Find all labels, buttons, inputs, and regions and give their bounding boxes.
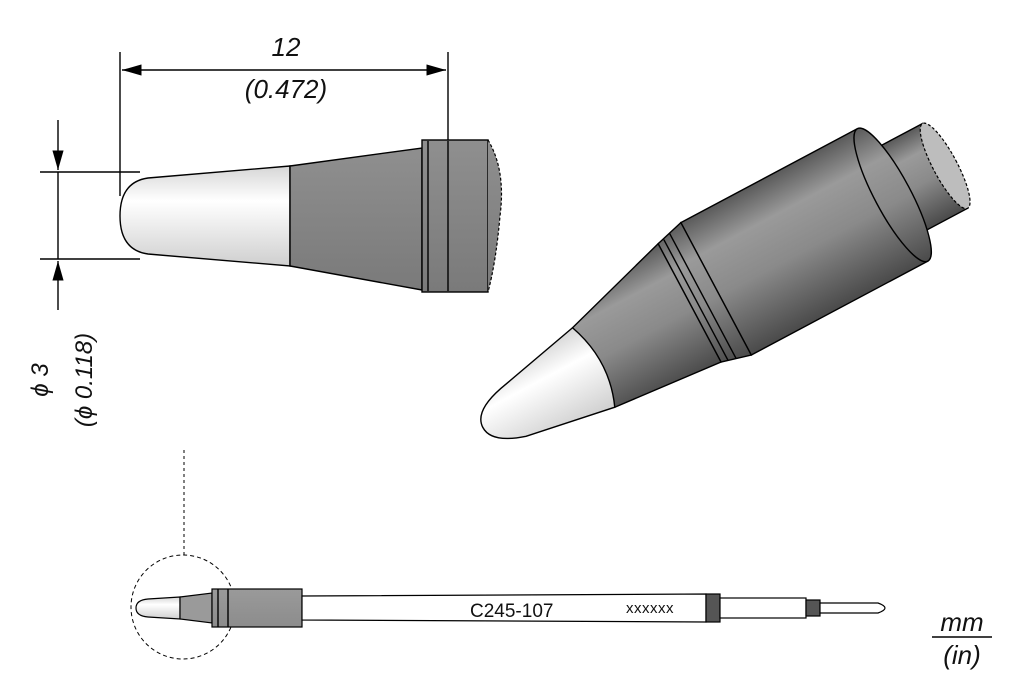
length-mm-label: 12 bbox=[272, 32, 301, 62]
tip-gray-body bbox=[289, 147, 423, 291]
marking-code: xxxxxx bbox=[626, 600, 674, 617]
perspective-view bbox=[480, 122, 971, 440]
side-view bbox=[119, 139, 503, 293]
part-number: C245-107 bbox=[470, 601, 553, 622]
full-tip-view: C245-107 xxxxxx bbox=[130, 450, 886, 660]
units-legend: mm (in) bbox=[932, 607, 992, 670]
tip-3d-white bbox=[480, 326, 616, 440]
diameter-in-label: (ϕ 0.118) bbox=[71, 333, 98, 427]
tip-white-part bbox=[119, 165, 291, 267]
break-line bbox=[487, 139, 503, 293]
units-primary: mm bbox=[940, 607, 983, 637]
length-dimension: 12 (0.472) bbox=[119, 32, 449, 196]
diameter-mm-label: ϕ 3 bbox=[27, 363, 54, 397]
diameter-dimension: ϕ 3 (ϕ 0.118) bbox=[27, 120, 140, 427]
tip-flange bbox=[421, 139, 489, 293]
units-secondary: (in) bbox=[943, 640, 981, 670]
length-in-label: (0.472) bbox=[245, 74, 327, 104]
